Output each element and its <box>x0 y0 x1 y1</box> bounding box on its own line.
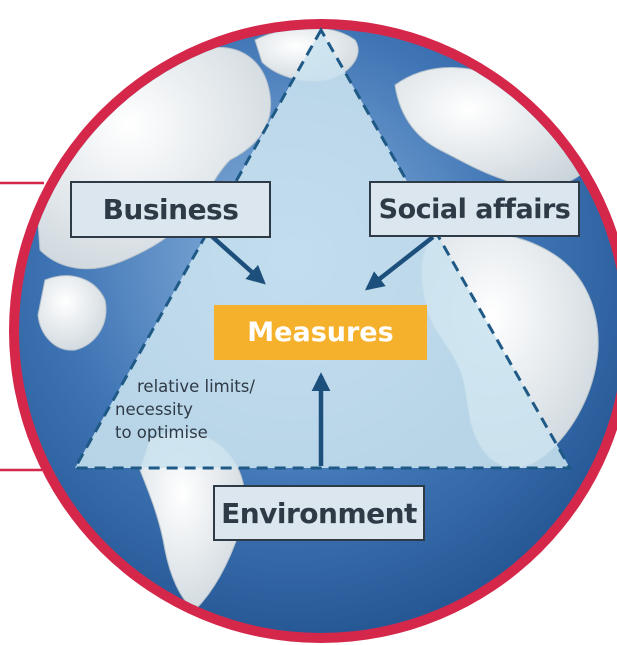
business-box: Business <box>70 181 271 238</box>
note-line-1: relative limits/ <box>137 377 255 396</box>
note-line-3: to optimise <box>115 423 208 442</box>
measures-box: Measures <box>214 305 427 360</box>
environment-box: Environment <box>213 485 425 541</box>
note-line-2: necessity <box>115 400 193 419</box>
optimisation-note: relative limits/ necessity to optimise <box>115 375 290 444</box>
arrow-business-to-measures <box>205 230 266 285</box>
triangle-area <box>72 26 573 470</box>
social-affairs-box: Social affairs <box>369 181 580 237</box>
arrow-social-to-measures <box>365 235 435 291</box>
